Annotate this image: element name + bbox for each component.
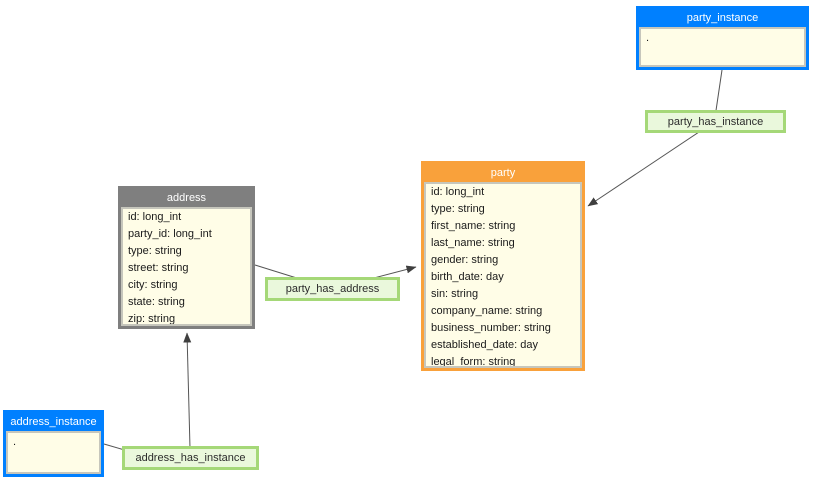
field: zip: string — [128, 313, 176, 325]
entity-party-instance-body-text: . — [646, 32, 650, 44]
field: id: long_int — [128, 211, 182, 223]
field: id: long_int — [431, 186, 485, 198]
entity-address-title: address — [166, 192, 207, 204]
relationship-party-has-instance[interactable]: party_has_instance — [645, 110, 786, 133]
entity-address-body: id: long_int party_id: long_int type: st… — [121, 207, 252, 326]
connector-label-to-address-bottom — [183, 332, 192, 449]
entity-party-instance-title: party_instance — [686, 12, 759, 24]
field: birth_date: day — [431, 271, 504, 283]
entity-address-instance[interactable]: address_instance . — [3, 410, 104, 477]
entity-party[interactable]: party id: long_int type: string first_na… — [421, 161, 585, 371]
field: state: string — [128, 296, 185, 308]
field: established_date: day — [431, 339, 539, 351]
field: company_name: string — [431, 305, 543, 317]
entity-party-instance-body: . — [639, 27, 806, 67]
field: street: string — [128, 262, 189, 274]
field: gender: string — [431, 254, 499, 266]
field: type: string — [128, 245, 182, 257]
entity-party-body: id: long_int type: string first_name: st… — [424, 182, 582, 368]
field: first_name: string — [431, 220, 516, 232]
field: business_number: string — [431, 322, 551, 334]
entity-party-instance[interactable]: party_instance . — [636, 6, 809, 70]
entity-party-title: party — [490, 167, 516, 179]
field: type: string — [431, 203, 485, 215]
entity-address[interactable]: address id: long_int party_id: long_int … — [118, 186, 255, 329]
connector-label-to-party-right — [587, 121, 715, 207]
relationship-address-has-instance[interactable]: address_has_instance — [122, 446, 259, 470]
field: legal_form: string — [431, 356, 516, 368]
relationship-party-has-address[interactable]: party_has_address — [265, 277, 400, 301]
field: city: string — [128, 279, 178, 291]
field: sin: string — [431, 288, 479, 300]
entity-address-instance-title: address_instance — [10, 416, 97, 428]
entity-address-instance-body: . — [6, 431, 101, 474]
field: party_id: long_int — [128, 228, 212, 240]
entity-address-instance-body-text: . — [13, 436, 17, 448]
field: last_name: string — [431, 237, 515, 249]
